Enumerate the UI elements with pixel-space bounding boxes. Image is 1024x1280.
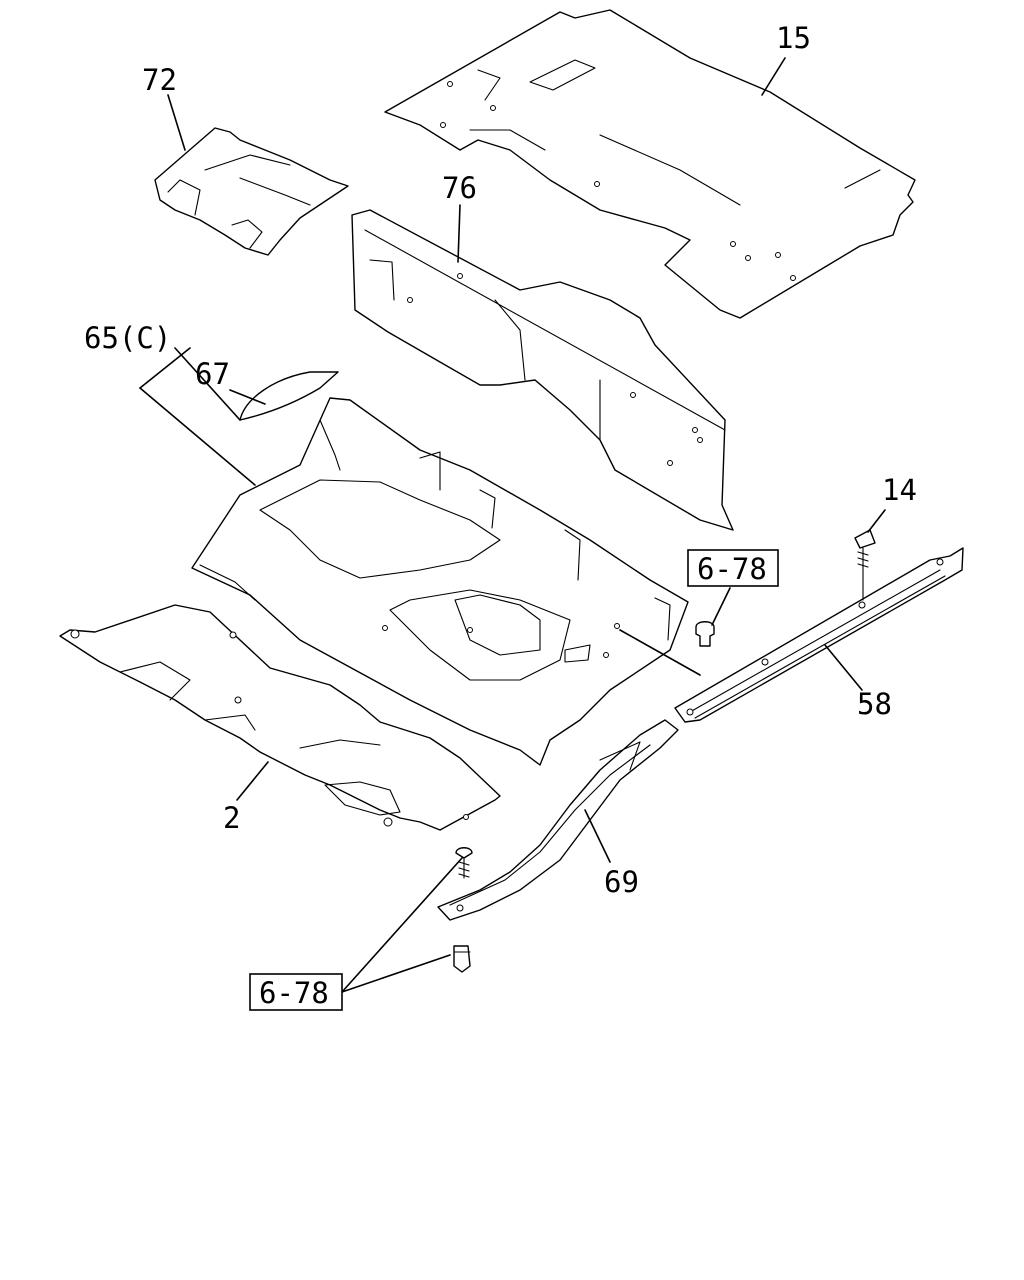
label-58: 58	[857, 687, 892, 721]
label-ref-upper: 6-78	[697, 552, 767, 586]
part-65c-floor-carpet	[191, 397, 689, 766]
leader-15	[761, 57, 786, 96]
leader-2	[236, 761, 269, 801]
label-15: 15	[776, 21, 811, 55]
label-ref-lower: 6-78	[259, 976, 329, 1010]
part-76-rear-panel	[351, 209, 734, 531]
clip-lower	[453, 945, 471, 973]
leader-65-carpet-tip	[619, 629, 701, 676]
part-72-mat-piece	[154, 127, 349, 256]
part-58-sill-plate	[674, 547, 964, 723]
leader-65-to-67	[174, 347, 241, 421]
part-15-floor-mat	[384, 9, 916, 319]
leader-58	[824, 644, 863, 691]
leader-72	[167, 94, 186, 151]
part-14-screw	[854, 529, 876, 601]
label-67: 67	[195, 357, 230, 391]
label-72: 72	[142, 63, 177, 97]
screw-lower	[455, 847, 473, 879]
ref-box-lower	[249, 973, 343, 1011]
label-65c: 65(C)	[84, 321, 171, 355]
label-2: 2	[223, 801, 240, 835]
leader-67	[229, 389, 266, 405]
part-2-front-mat	[59, 604, 501, 831]
label-76: 76	[442, 171, 477, 205]
part-69-scuff-plate	[437, 719, 679, 921]
clip-upper	[695, 621, 715, 647]
leader-65-branch	[138, 347, 256, 486]
leader-14	[867, 509, 886, 533]
leader-69	[584, 809, 611, 863]
leader-76	[457, 204, 461, 263]
leader-ref-lower-b	[341, 954, 451, 993]
ref-box-upper	[687, 549, 779, 587]
label-69: 69	[604, 865, 639, 899]
leader-ref-lower-a	[341, 857, 463, 993]
label-14: 14	[882, 473, 917, 507]
leader-ref-upper	[711, 587, 731, 626]
